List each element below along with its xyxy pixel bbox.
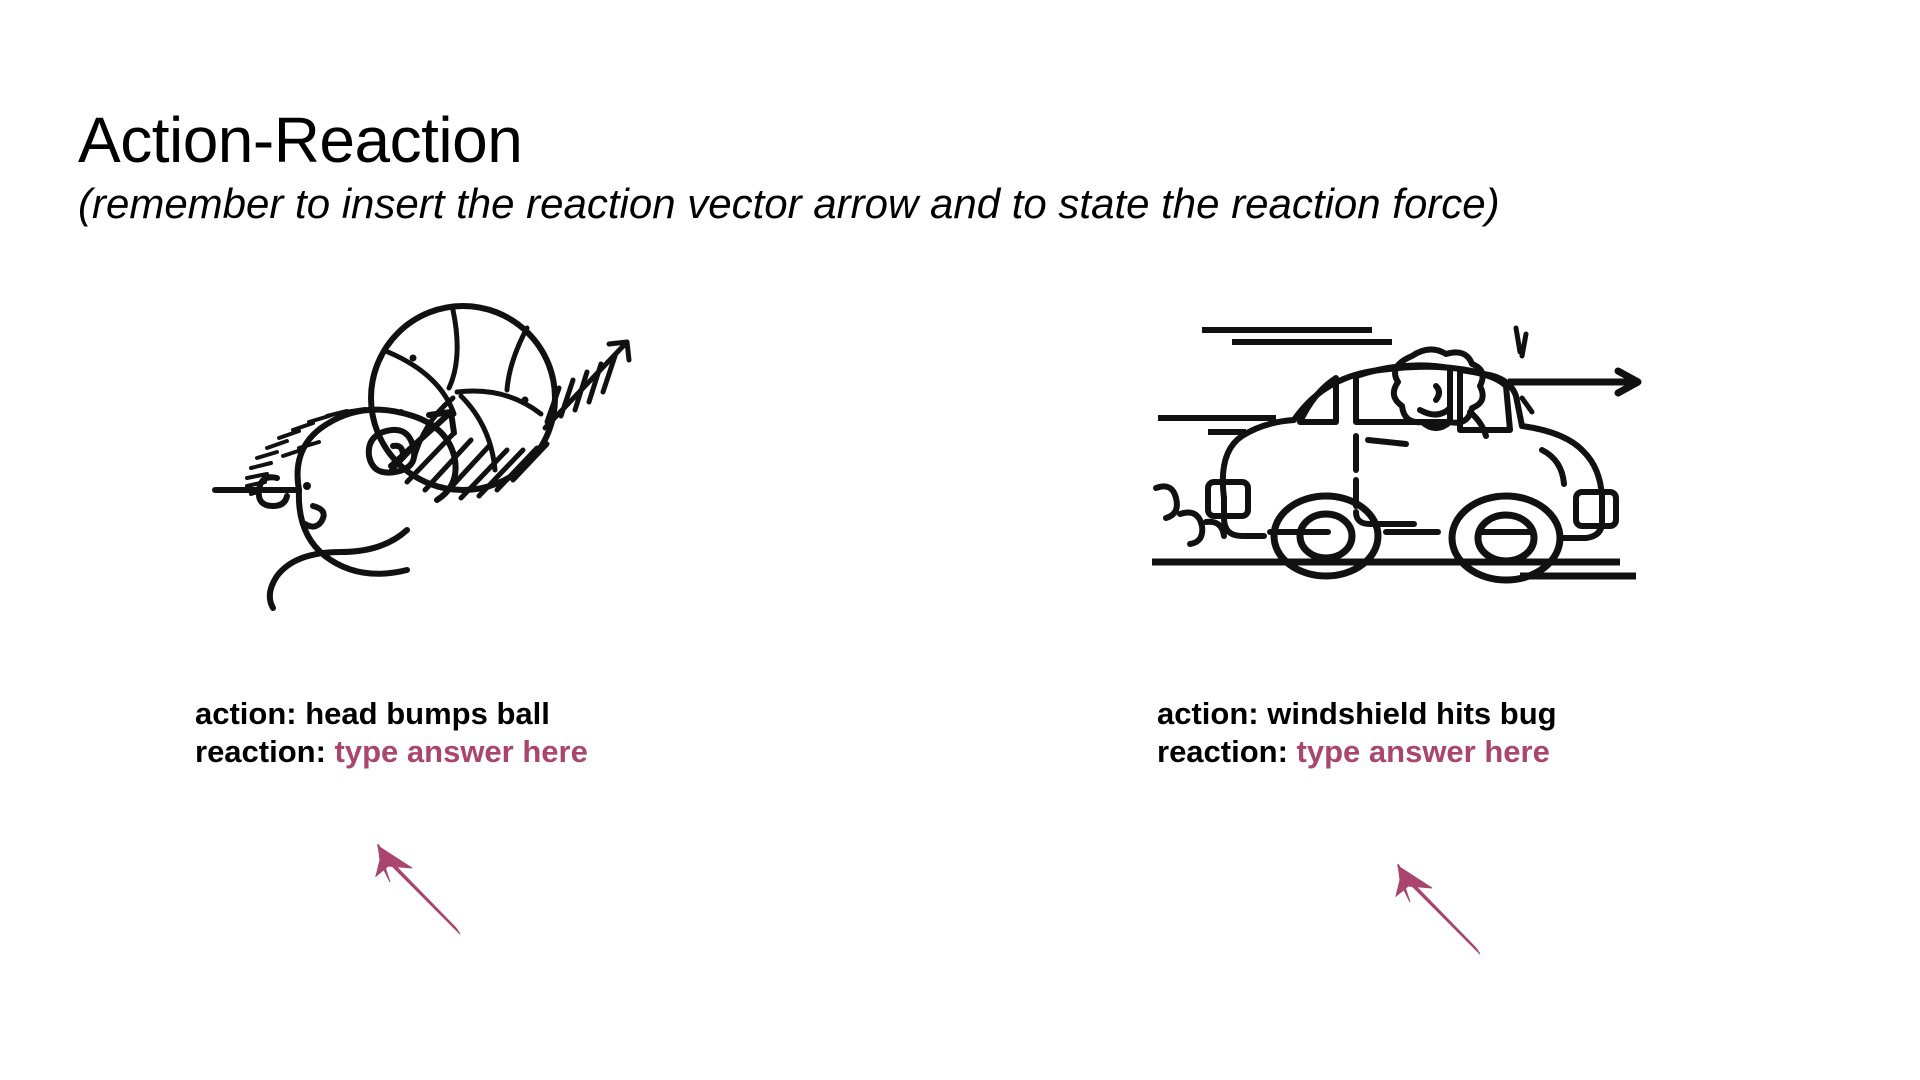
caption-car-bug: action: windshield hits bug reaction: ty… [1157, 695, 1557, 771]
action-text: windshield hits bug [1267, 696, 1557, 731]
annotation-arrow-right[interactable] [1380, 858, 1490, 963]
head-bumps-ball-illustration [195, 300, 665, 630]
page-title: Action-Reaction [78, 104, 523, 176]
reaction-line: reaction: type answer here [195, 733, 588, 771]
panel-head-ball: action: head bumps ball reaction: type a… [170, 300, 870, 769]
action-label: action: [1157, 696, 1259, 731]
car-hits-bug-illustration [1150, 300, 1670, 630]
action-label: action: [195, 696, 297, 731]
reaction-line: reaction: type answer here [1157, 733, 1557, 771]
caption-head-ball: action: head bumps ball reaction: type a… [195, 695, 588, 771]
action-line: action: head bumps ball [195, 695, 588, 733]
reaction-answer-input[interactable]: type answer here [334, 733, 588, 769]
panel-car-bug: action: windshield hits bug reaction: ty… [1135, 300, 1835, 769]
action-text: head bumps ball [305, 696, 550, 731]
reaction-label: reaction: [195, 733, 326, 769]
action-line: action: windshield hits bug [1157, 695, 1557, 733]
title-block: Action-Reaction (remember to insert the … [78, 108, 1868, 226]
reaction-label: reaction: [1157, 733, 1288, 769]
slide-subtitle: (remember to insert the reaction vector … [78, 180, 1500, 227]
reaction-answer-input[interactable]: type answer here [1296, 733, 1550, 769]
annotation-arrow-left[interactable] [360, 838, 470, 943]
